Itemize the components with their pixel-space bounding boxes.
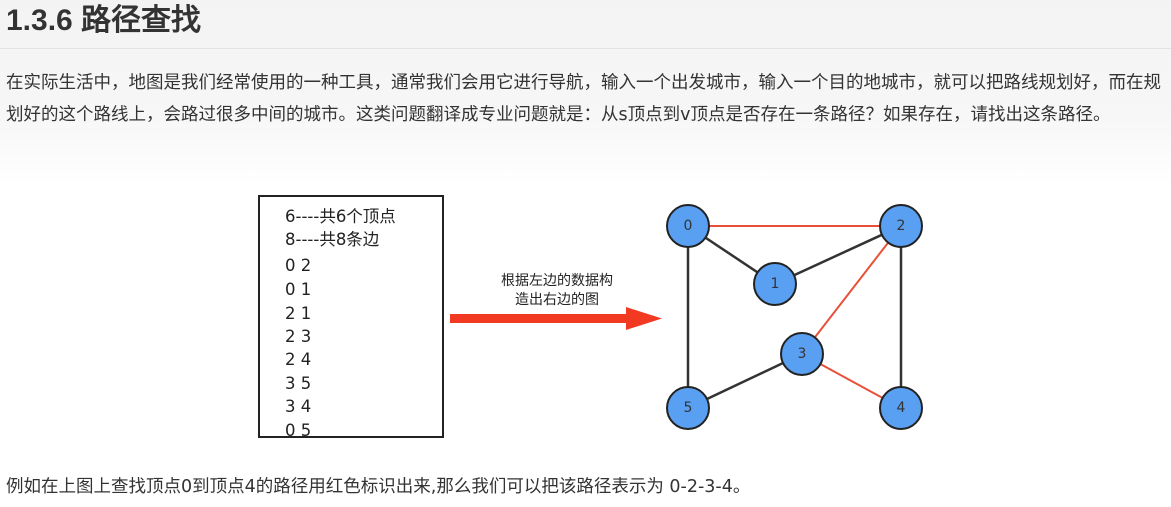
edge-list-box: 6----共6个顶点 8----共8条边 0 2 0 1 2 1 2 3 2 4… bbox=[258, 195, 444, 440]
edge-list-line: 3 5 bbox=[285, 374, 312, 393]
arrow-caption-line: 根据左边的数据构 bbox=[501, 273, 613, 289]
graph-edge-2-3 bbox=[801, 225, 902, 355]
intro-paragraph: 在实际生活中，地图是我们经常使用的一种工具，通常我们会用它进行导航，输入一个出发… bbox=[6, 73, 1161, 125]
graph-node-4: 4 bbox=[879, 386, 923, 430]
graph-node-5: 5 bbox=[666, 386, 710, 430]
graph-node-label: 3 bbox=[798, 346, 807, 362]
graph-node-label: 1 bbox=[771, 276, 780, 292]
graph-node-3: 3 bbox=[780, 332, 824, 376]
page-title: 1.3.6 路径查找 bbox=[6, 4, 202, 37]
edge-list-line: 0 1 bbox=[285, 280, 312, 299]
arrow-head-icon bbox=[626, 307, 662, 330]
arrow-caption-line: 造出右边的图 bbox=[515, 292, 599, 308]
graph-node-circle bbox=[879, 386, 923, 430]
graph-node-1: 1 bbox=[753, 262, 797, 306]
graph-node-label: 4 bbox=[897, 400, 906, 416]
edge-list-line: 3 4 bbox=[285, 397, 312, 416]
edge-list-line: 2 1 bbox=[285, 304, 312, 323]
graph-node-2: 2 bbox=[879, 204, 923, 248]
graph-node-label: 5 bbox=[684, 400, 693, 416]
graph-node-circle bbox=[753, 262, 797, 306]
graph-node-0: 0 bbox=[666, 204, 710, 248]
arrow-shaft bbox=[450, 314, 630, 323]
edge-list-line: 2 3 bbox=[285, 327, 312, 346]
graph-node-circle bbox=[879, 204, 923, 248]
graph-node-circle bbox=[666, 204, 710, 248]
edge-list-line: 0 5 bbox=[285, 421, 312, 440]
edge-list-line: 2 4 bbox=[285, 350, 312, 369]
graph-node-circle bbox=[666, 386, 710, 430]
graph-node-label: 0 bbox=[684, 218, 693, 234]
title-divider bbox=[0, 48, 1171, 49]
outro-paragraph: 例如在上图上查找顶点0到顶点4的路径用红色标识出来,那么我们可以把该路径表示为 … bbox=[6, 477, 751, 497]
graph-edge-1-2 bbox=[774, 224, 902, 286]
graph-node-circle bbox=[780, 332, 824, 376]
edge-list-line: 8----共8条边 bbox=[285, 230, 380, 249]
arrow-caption: 根据左边的数据构 造出右边的图 bbox=[452, 272, 662, 310]
edge-list-line: 6----共6个顶点 bbox=[285, 207, 396, 226]
edge-list-line: 0 2 bbox=[285, 256, 312, 275]
graph-node-label: 2 bbox=[897, 218, 906, 234]
